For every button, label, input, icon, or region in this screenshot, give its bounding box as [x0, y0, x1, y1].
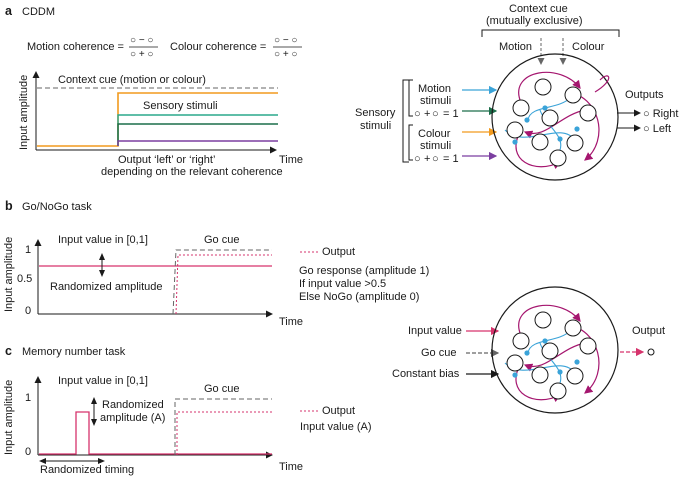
b-x-axis-label: Time [279, 316, 303, 328]
b-go-cue-label: Go cue [204, 234, 239, 246]
sensory-stimuli-label: Sensory stimuli [143, 100, 218, 112]
motion-sum-plus: + [424, 108, 430, 120]
motion-stimuli-2: stimuli [420, 95, 451, 107]
colour-sum-eq: = 1 [443, 153, 459, 165]
c-legend-input: Input value (A) [300, 421, 372, 433]
colour-coherence-label: Colour coherence = [170, 41, 266, 53]
colour-stimuli-2: stimuli [420, 140, 451, 152]
panel-a: a CDDM Motion coherence = ○ − ○ ○ + ○ Co… [5, 4, 303, 178]
b-desc-3: Else NoGo (amplitude 0) [299, 291, 419, 303]
panel-c-title: Memory number task [22, 346, 126, 358]
n2-go-cue: Go cue [421, 347, 456, 359]
c-legend-output: Output [322, 405, 355, 417]
c-timing-label: Randomized timing [40, 464, 134, 476]
output-left: ○ Left [643, 123, 671, 135]
colour-coherence-numerator: ○ − ○ [274, 35, 297, 46]
motion-stimuli-1: Motion [418, 83, 451, 95]
b-randomized-label: Randomized amplitude [50, 281, 163, 293]
c-y-axis-label: Input amplitude [3, 380, 15, 455]
colour-sum-circle-a: ○ [414, 153, 421, 165]
c-tick-1: 1 [25, 392, 31, 404]
context-cue-subtitle: (mutually exclusive) [486, 15, 583, 27]
motion-coherence-label: Motion coherence = [27, 41, 124, 53]
panel-c-letter: c [5, 344, 12, 358]
output-right: ○ Right [643, 108, 678, 120]
b-tick-0: 0 [25, 305, 31, 317]
a-y-axis-label: Input amplitude [18, 75, 30, 150]
b-input-value-label: Input value in [0,1] [58, 234, 148, 246]
panel-b-title: Go/NoGo task [22, 201, 92, 213]
panel-b: b Go/NoGo task Input amplitude Time 1 0.… [3, 199, 429, 328]
b-desc-2: If input value >0.5 [299, 278, 386, 290]
sensory-purple-line [117, 140, 278, 146]
output-note-1: Output ‘left’ or ‘right’ [118, 154, 215, 166]
panel-a-letter: a [5, 4, 13, 18]
network-2-neurons [506, 311, 597, 400]
network-a: Context cue (mutually exclusive) Motion … [355, 3, 678, 181]
network-boundary [491, 53, 619, 181]
colour-coherence-denominator: ○ + ○ [274, 49, 297, 60]
sensory-green-line [117, 123, 278, 146]
a-x-axis-label: Time [279, 154, 303, 166]
b-desc-1: Go response (amplitude 1) [299, 265, 429, 277]
c-x-axis-label: Time [279, 461, 303, 473]
b-tick-1: 1 [25, 244, 31, 256]
sensory-label-1: Sensory [355, 107, 396, 119]
sensory-label-2: stimuli [360, 120, 391, 132]
n2-input-value: Input value [408, 325, 462, 337]
b-tick-05: 0.5 [17, 273, 32, 285]
c-go-cue-label: Go cue [204, 383, 239, 395]
colour-sum-plus: + [424, 153, 430, 165]
c-tick-0: 0 [25, 446, 31, 458]
b-y-axis-label: Input amplitude [3, 237, 15, 312]
n2-output-node [647, 348, 655, 356]
n2-output-label: Output [632, 325, 665, 337]
motion-sum-eq: = 1 [443, 108, 459, 120]
network-neurons [506, 78, 597, 167]
panel-b-letter: b [5, 199, 13, 213]
panel-a-title: CDDM [22, 6, 55, 18]
motion-coherence-numerator: ○ − ○ [130, 35, 153, 46]
n2-constant-bias: Constant bias [392, 368, 460, 380]
outputs-label: Outputs [625, 89, 664, 101]
context-cue-label: Context cue (motion or colour) [58, 74, 206, 86]
motion-sum-circle-a: ○ [414, 108, 421, 120]
c-randomized-2: amplitude (A) [100, 412, 165, 424]
b-legend-output: Output [322, 246, 355, 258]
panel-c: c Memory number task Input amplitude Tim… [3, 344, 372, 476]
colour-stimuli-1: Colour [418, 128, 451, 140]
motion-coherence-denominator: ○ + ○ [130, 49, 153, 60]
c-input-pulse [39, 411, 272, 455]
c-input-value-label: Input value in [0,1] [58, 375, 148, 387]
context-cue-title: Context cue [509, 3, 568, 15]
output-note-2: depending on the relevant coherence [101, 166, 283, 178]
network-b: Input value Go cue Constant bias Output [392, 286, 665, 414]
motion-sum-circle-b: ○ [432, 108, 439, 120]
colour-context-label: Colour [572, 41, 605, 53]
c-randomized-1: Randomized [102, 399, 164, 411]
colour-sum-circle-b: ○ [432, 153, 439, 165]
motion-context-label: Motion [499, 41, 532, 53]
